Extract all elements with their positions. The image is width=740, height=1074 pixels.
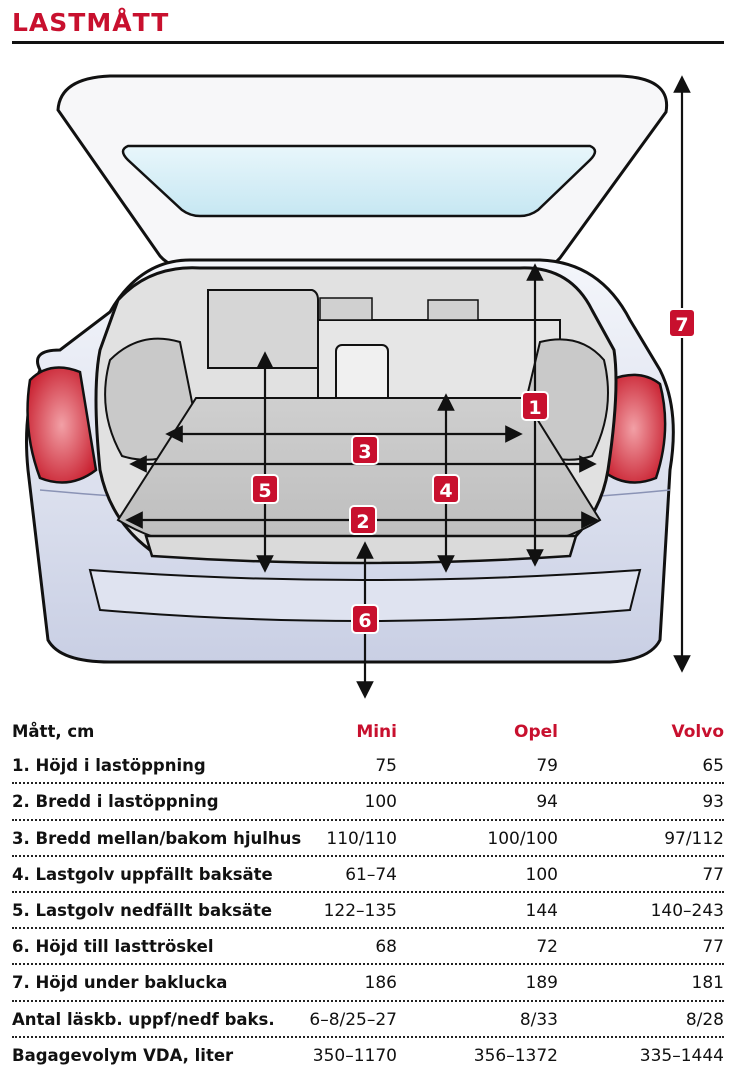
- table-row: 6. Höjd till lasttröskel 68 72 77: [12, 929, 724, 966]
- svg-text:6: 6: [358, 610, 371, 632]
- row-label: 5. Lastgolv nedfällt baksäte: [12, 900, 273, 920]
- cell-opel: 144: [525, 900, 558, 921]
- header-volvo: Volvo: [671, 722, 725, 742]
- cell-opel: 94: [536, 792, 558, 813]
- marker-2: 2: [349, 505, 377, 535]
- row-label: 6. Höjd till lasttröskel: [12, 937, 214, 957]
- cell-volvo: 97/112: [664, 828, 724, 849]
- table-row: 3. Bredd mellan/bakom hjulhus 110/110 10…: [12, 821, 724, 857]
- cell-mini: 61–74: [345, 864, 397, 885]
- row-label: Antal läskb. uppf/nedf baks.: [12, 1009, 275, 1029]
- seat-pass-through: [335, 344, 389, 404]
- cell-opel: 356–1372: [473, 1045, 558, 1066]
- cell-mini: 100: [364, 792, 397, 813]
- svg-text:7: 7: [675, 314, 688, 336]
- table-row: 4. Lastgolv uppfällt baksäte 61–74 100 7…: [12, 857, 724, 893]
- cell-volvo: 77: [702, 937, 724, 958]
- table-row: Antal läskb. uppf/nedf baks. 6–8/25–27 8…: [12, 1002, 724, 1038]
- cell-volvo: 93: [702, 792, 724, 813]
- cell-opel: 72: [536, 937, 558, 958]
- cell-opel: 100: [525, 864, 558, 885]
- marker-4: 4: [432, 474, 460, 504]
- svg-text:1: 1: [528, 397, 541, 419]
- cell-mini: 6–8/25–27: [309, 1009, 397, 1030]
- marker-3: 3: [351, 435, 379, 465]
- table-row: Bagagevolym VDA, liter 350–1170 356–1372…: [12, 1038, 724, 1072]
- header-mini: Mini: [356, 722, 397, 742]
- title-divider: [12, 41, 724, 44]
- cell-opel: 100/100: [487, 828, 558, 849]
- cell-volvo: 65: [702, 756, 724, 777]
- row-label: 2. Bredd i lastöppning: [12, 792, 219, 812]
- cell-volvo: 181: [691, 973, 724, 994]
- cell-volvo: 8/28: [685, 1009, 724, 1030]
- table-row: 1. Höjd i lastöppning 75 79 65: [12, 748, 724, 785]
- cell-mini: 68: [375, 937, 397, 958]
- marker-6: 6: [351, 604, 379, 634]
- table-row: 7. Höjd under baklucka 186 189 181: [12, 965, 724, 1002]
- table-header: Mått, cm Mini Opel Volvo: [12, 714, 724, 748]
- row-label: Bagagevolym VDA, liter: [12, 1045, 234, 1065]
- table-row: 5. Lastgolv nedfällt baksäte 122–135 144…: [12, 893, 724, 930]
- dimensions-table: Mått, cm Mini Opel Volvo 1. Höjd i lastö…: [12, 714, 724, 1072]
- table-row: 2. Bredd i lastöppning 100 94 93: [12, 784, 724, 821]
- marker-7: 7: [668, 308, 696, 338]
- header-opel: Opel: [514, 722, 558, 742]
- marker-5: 5: [251, 474, 279, 504]
- row-label: 3. Bredd mellan/bakom hjulhus: [12, 828, 302, 848]
- rear-window: [121, 144, 597, 218]
- marker-1: 1: [521, 391, 549, 421]
- row-label: 4. Lastgolv uppfällt baksäte: [12, 864, 273, 884]
- cell-volvo: 140–243: [650, 900, 724, 921]
- svg-text:2: 2: [356, 511, 369, 533]
- cell-volvo: 335–1444: [639, 1045, 724, 1066]
- row-label: 1. Höjd i lastöppning: [12, 756, 206, 776]
- left-tail-light: [26, 366, 98, 484]
- cargo-dimensions-diagram: 1 2 3 4 5 6 7: [25, 74, 696, 699]
- header-label: Mått, cm: [12, 722, 95, 741]
- cell-volvo: 77: [702, 864, 724, 885]
- svg-text:5: 5: [258, 480, 271, 502]
- cell-opel: 189: [525, 973, 558, 994]
- right-tail-light: [600, 373, 667, 484]
- cell-mini: 350–1170: [312, 1045, 397, 1066]
- cell-mini: 122–135: [323, 900, 397, 921]
- cell-opel: 8/33: [519, 1009, 558, 1030]
- cell-mini: 110/110: [326, 828, 397, 849]
- cell-mini: 186: [364, 973, 397, 994]
- svg-text:4: 4: [439, 480, 452, 502]
- svg-text:3: 3: [358, 441, 371, 463]
- load-sill: [144, 534, 578, 565]
- row-label: 7. Höjd under baklucka: [12, 973, 228, 993]
- cell-opel: 79: [536, 756, 558, 777]
- seat-back-left: [207, 289, 319, 369]
- page-title: LASTMÅTT: [12, 8, 170, 37]
- cell-mini: 75: [375, 756, 397, 777]
